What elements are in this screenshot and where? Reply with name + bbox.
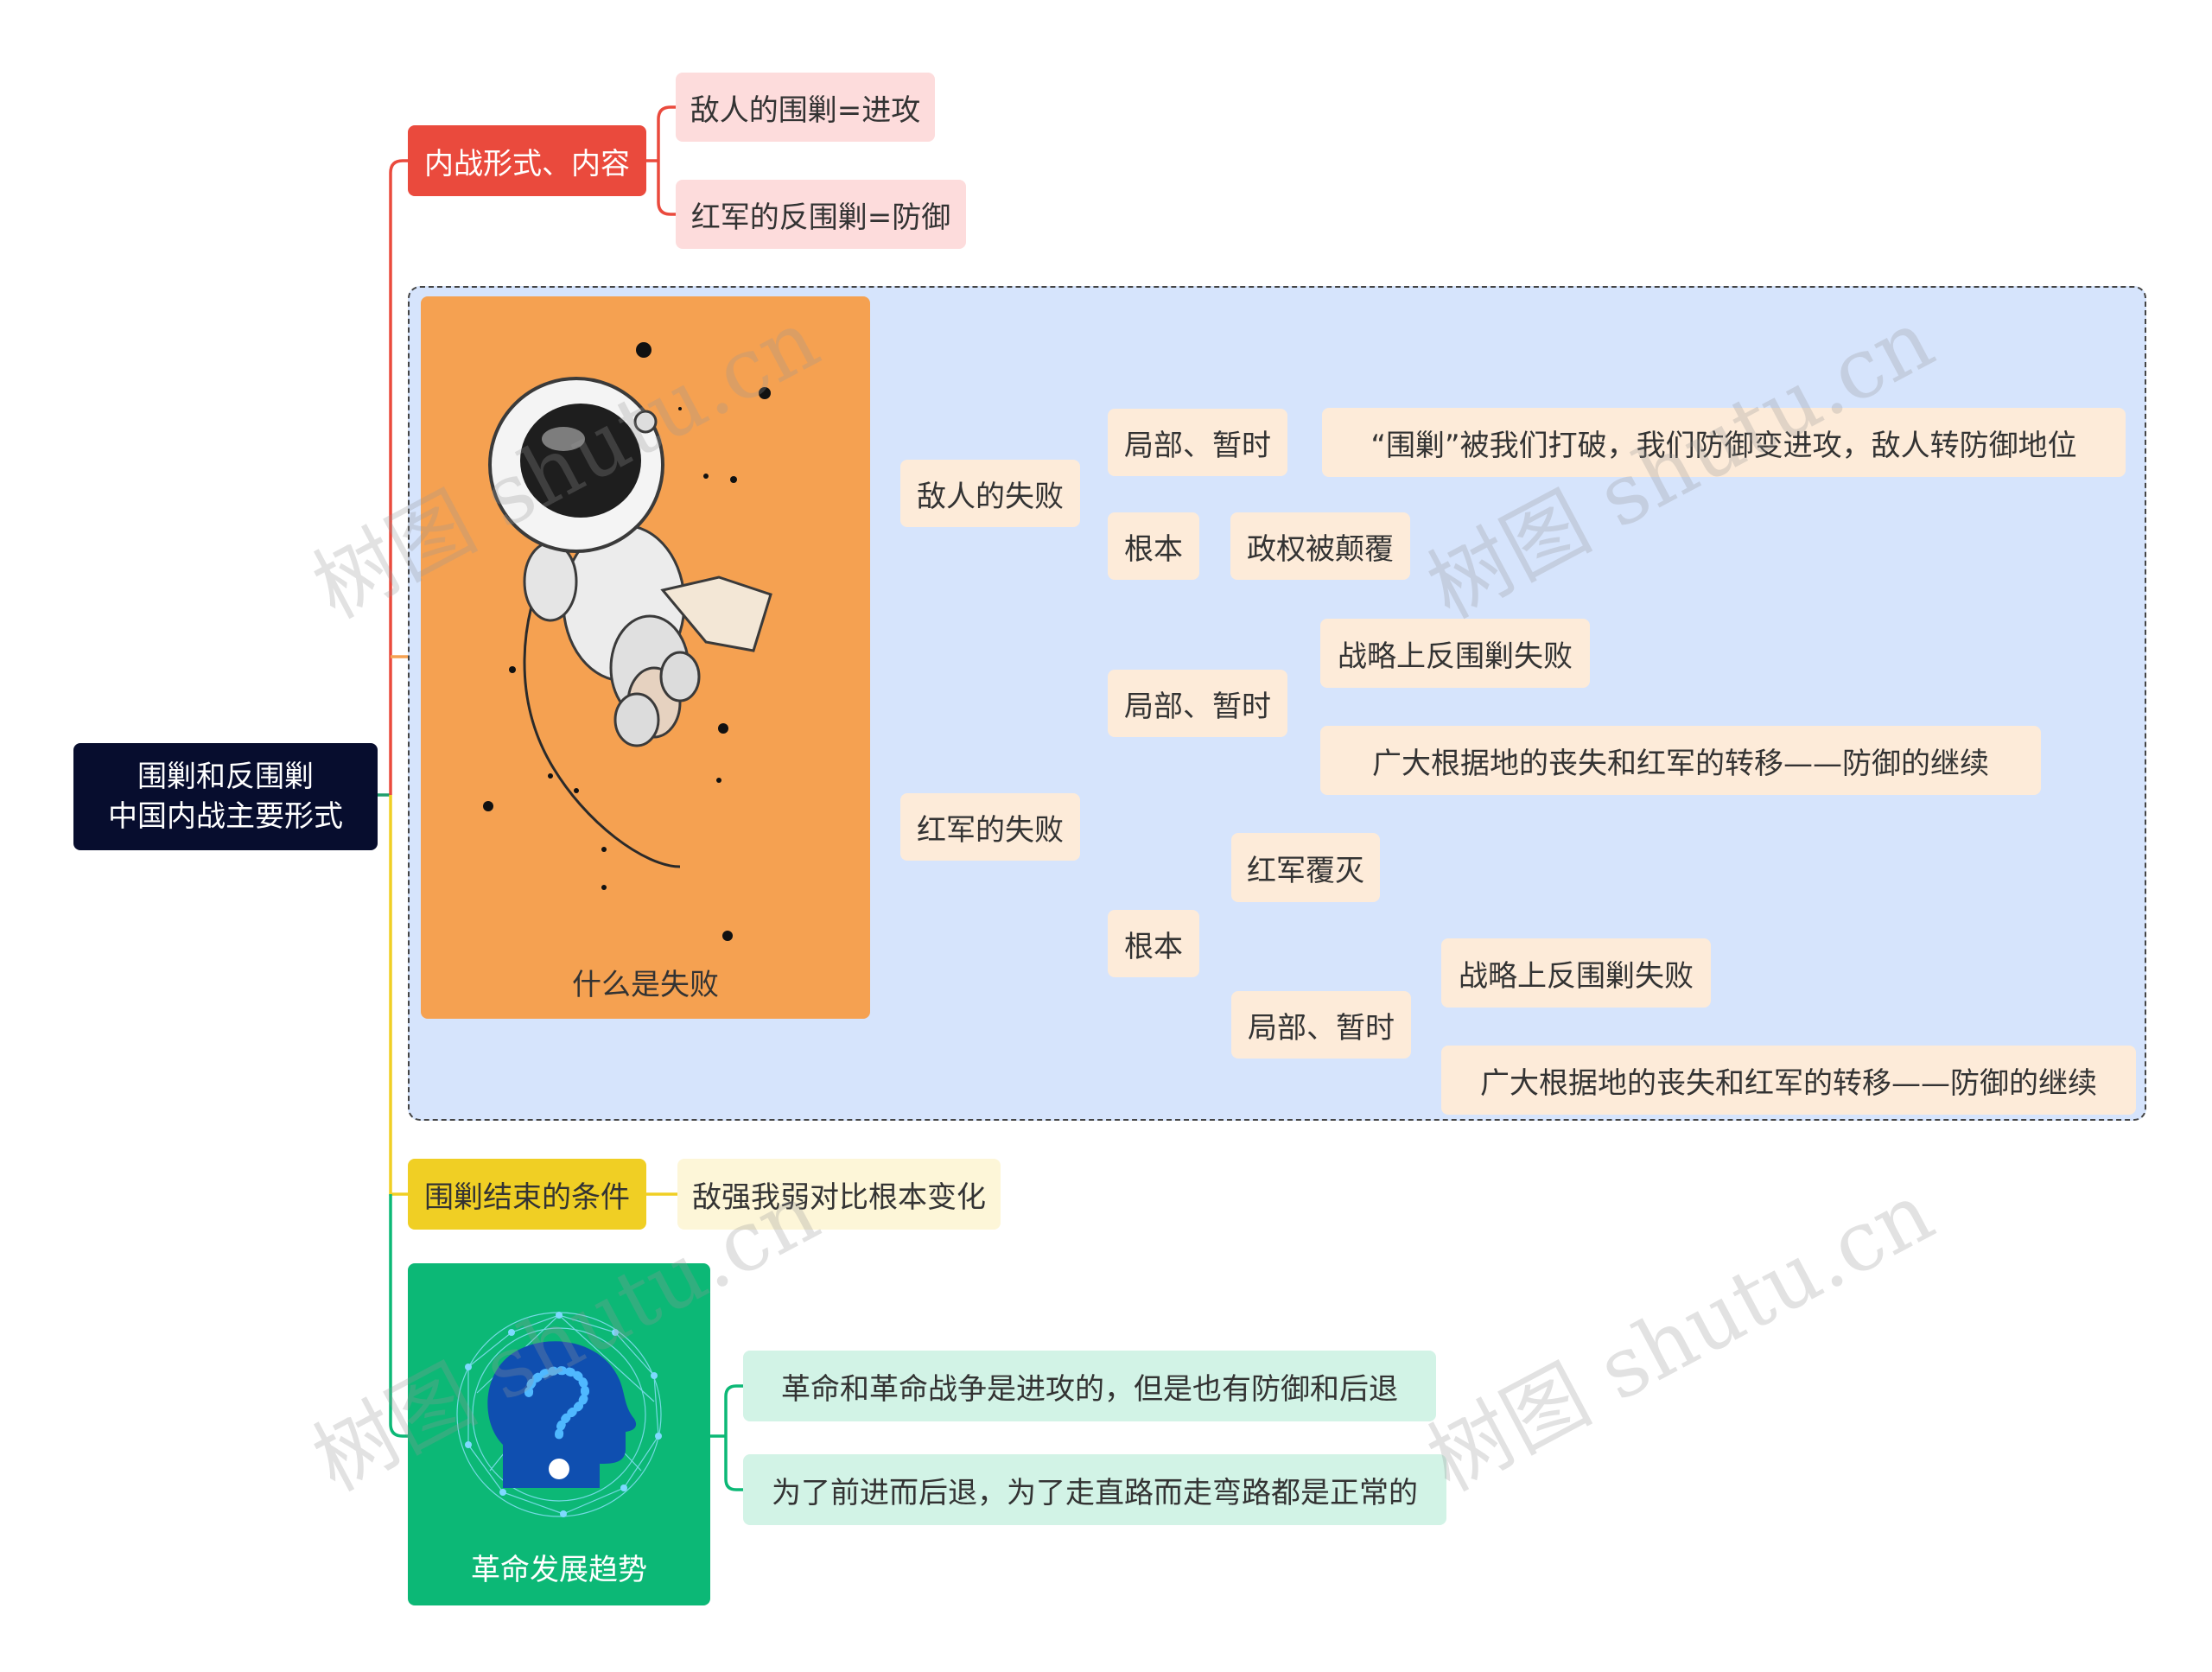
enemy-fundamental-detail[interactable]: 政权被颠覆 xyxy=(1230,512,1410,580)
failure-image-card[interactable]: 什么是失败 xyxy=(421,296,870,1019)
red-partial[interactable]: 局部、暂时 xyxy=(1108,670,1287,737)
astronaut-illustration xyxy=(421,296,870,953)
red-fundamental-partial-child-1[interactable]: 战略上反围剿失败 xyxy=(1441,938,1711,1008)
trend-child-2[interactable]: 为了前进而后退，为了走直路而走弯路都是正常的 xyxy=(743,1454,1446,1525)
root-topic[interactable]: 围剿和反围剿 中国内战主要形式 xyxy=(73,743,378,850)
red-fundamental-partial-child-2[interactable]: 广大根据地的丧失和红军的转移——防御的继续 xyxy=(1441,1046,2136,1115)
enemy-fundamental[interactable]: 根本 xyxy=(1108,512,1199,580)
root-line2: 中国内战主要形式 xyxy=(108,797,343,836)
trend-image-card[interactable]: 革命发展趋势 xyxy=(408,1263,710,1605)
failure-card-label: 什么是失败 xyxy=(421,961,870,1003)
trend-child-1[interactable]: 革命和革命战争是进攻的，但是也有防御和后退 xyxy=(743,1351,1436,1421)
root-line1: 围剿和反围剿 xyxy=(137,757,314,797)
red-fundamental[interactable]: 根本 xyxy=(1108,910,1199,977)
enemy-partial-detail[interactable]: “围剿”被我们打破，我们防御变进攻，敌人转防御地位 xyxy=(1322,408,2126,477)
red-partial-child-1[interactable]: 战略上反围剿失败 xyxy=(1320,619,1590,688)
enemy-partial[interactable]: 局部、暂时 xyxy=(1108,409,1287,476)
branch-war-form[interactable]: 内战形式、内容 xyxy=(408,125,646,196)
branch-war-form-child-1[interactable]: 敌人的围剿=进攻 xyxy=(676,73,935,142)
red-fundamental-child-1[interactable]: 红军覆灭 xyxy=(1231,833,1380,902)
branch-end-condition[interactable]: 围剿结束的条件 xyxy=(408,1159,646,1230)
enemy-failure[interactable]: 敌人的失败 xyxy=(900,460,1080,527)
question-head-icon xyxy=(408,1263,710,1540)
branch-war-form-child-2[interactable]: 红军的反围剿=防御 xyxy=(676,180,966,249)
red-fundamental-partial[interactable]: 局部、暂时 xyxy=(1231,991,1411,1059)
branch-end-condition-child[interactable]: 敌强我弱对比根本变化 xyxy=(677,1159,1001,1230)
red-failure[interactable]: 红军的失败 xyxy=(900,793,1080,861)
trend-card-label: 革命发展趋势 xyxy=(408,1546,710,1588)
red-partial-child-2[interactable]: 广大根据地的丧失和红军的转移——防御的继续 xyxy=(1320,726,2041,795)
